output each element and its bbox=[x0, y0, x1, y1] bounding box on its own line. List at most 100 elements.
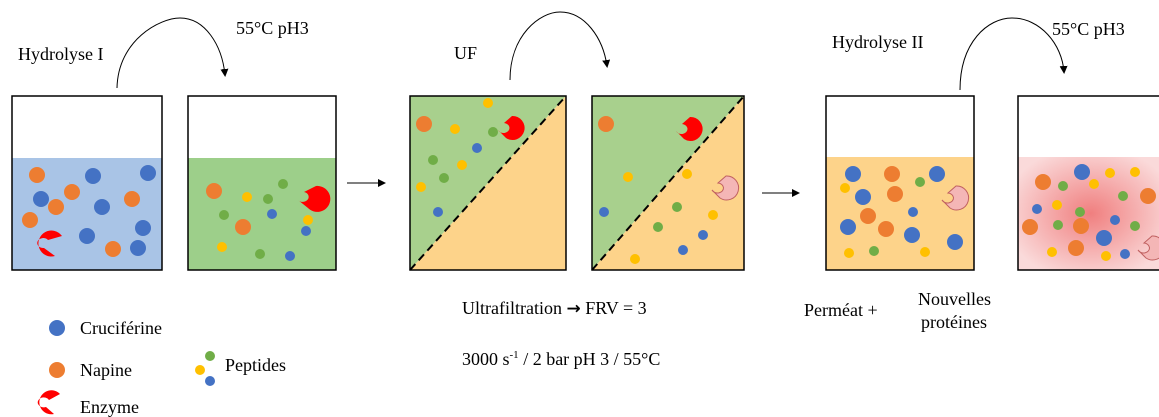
cruciferine-dot bbox=[140, 165, 156, 181]
legend-enzyme-shape bbox=[37, 390, 60, 415]
napine-dot bbox=[1035, 174, 1051, 190]
peptide-green-dot bbox=[1130, 221, 1140, 231]
cruciferine-dot bbox=[929, 166, 945, 182]
peptide-yellow-dot bbox=[1089, 179, 1099, 189]
peptide-yellow-dot bbox=[450, 124, 460, 134]
cruciferine-dot bbox=[135, 220, 151, 236]
peptide-green-dot bbox=[869, 246, 879, 256]
enzyme-shape bbox=[676, 116, 703, 141]
cruciferine-dot bbox=[85, 168, 101, 184]
cruciferine-dot bbox=[947, 234, 963, 250]
enzyme-shape bbox=[298, 185, 331, 212]
napine-dot bbox=[884, 166, 900, 182]
legend-napine-label: Napine bbox=[80, 360, 132, 380]
legend-cruciferine-label: Cruciférine bbox=[80, 318, 162, 338]
cruciferine-dot bbox=[1110, 215, 1120, 225]
beaker-3-uf bbox=[409, 95, 567, 271]
peptide-green-dot bbox=[278, 179, 288, 189]
cruciferine-dot bbox=[908, 207, 918, 217]
peptide-green-dot bbox=[1053, 220, 1063, 230]
peptide-yellow-dot bbox=[623, 172, 633, 182]
peptide-yellow-dot bbox=[844, 248, 854, 258]
cruciferine-dot bbox=[130, 240, 146, 256]
uf-info-rest: / 2 bar pH 3 / 55°C bbox=[518, 349, 661, 369]
napine-dot bbox=[124, 191, 140, 207]
peptide-yellow-dot bbox=[217, 242, 227, 252]
napine-dot bbox=[860, 208, 876, 224]
peptide-yellow-dot bbox=[630, 254, 640, 264]
hydrolyse2-label: Hydrolyse II bbox=[832, 32, 924, 52]
peptide-green-dot bbox=[255, 249, 265, 259]
legend-cruciferine-dot bbox=[49, 320, 65, 336]
beaker-5 bbox=[825, 95, 975, 271]
cruciferine-dot bbox=[840, 219, 856, 235]
peptide-yellow-dot bbox=[1130, 167, 1140, 177]
peptide-green-dot bbox=[1118, 191, 1128, 201]
cruciferine-dot bbox=[433, 207, 443, 217]
legend-enzyme-label: Enzyme bbox=[80, 397, 139, 417]
legend-peptide-blue-dot bbox=[205, 376, 215, 386]
enzyme-inactive-shape bbox=[1137, 235, 1159, 261]
peptide-yellow-dot bbox=[483, 98, 493, 108]
beaker-4 bbox=[591, 95, 745, 271]
peptide-yellow-dot bbox=[840, 183, 850, 193]
napine-dot bbox=[598, 116, 614, 132]
right-arrow-icon: → bbox=[566, 299, 581, 319]
cruciferine-dot bbox=[855, 189, 871, 205]
uf-info-rate-sup: -1 bbox=[509, 349, 519, 361]
cruciferine-dot bbox=[1074, 164, 1090, 180]
peptide-yellow-dot bbox=[920, 247, 930, 257]
cruciferine-dot bbox=[79, 228, 95, 244]
curved-arrow-hydrolyse1 bbox=[116, 17, 229, 89]
cruciferine-dot bbox=[599, 207, 609, 217]
beaker-2 bbox=[187, 95, 337, 271]
peptide-green-dot bbox=[672, 202, 682, 212]
uf-info-suffix: FRV = 3 bbox=[585, 298, 647, 318]
peptide-yellow-dot bbox=[1105, 168, 1115, 178]
napine-dot bbox=[64, 184, 80, 200]
cruciferine-dot bbox=[285, 251, 295, 261]
peptide-yellow-dot bbox=[682, 169, 692, 179]
peptide-green-dot bbox=[1075, 207, 1085, 217]
hydrolyse1-label: Hydrolyse I bbox=[18, 44, 104, 64]
legend-napine-dot bbox=[49, 362, 65, 378]
uf-label: UF bbox=[454, 43, 478, 63]
cruciferine-dot bbox=[267, 209, 277, 219]
uf-info-rate: 3000 s bbox=[462, 349, 510, 369]
peptide-green-dot bbox=[488, 127, 498, 137]
enzyme-shape bbox=[498, 115, 525, 140]
permeat-line1: Nouvelles bbox=[918, 289, 991, 309]
legend-peptides-label: Peptides bbox=[225, 355, 286, 375]
peptide-green-dot bbox=[428, 155, 438, 165]
cruciferine-dot bbox=[1096, 230, 1112, 246]
cruciferine-dot bbox=[698, 230, 708, 240]
napine-dot bbox=[1068, 240, 1084, 256]
permeat-line2: protéines bbox=[921, 312, 987, 332]
curved-arrow-uf bbox=[509, 11, 611, 81]
enzyme-inactive-shape bbox=[711, 175, 740, 201]
cruciferine-dot bbox=[678, 245, 688, 255]
napine-dot bbox=[878, 221, 894, 237]
napine-dot bbox=[1022, 219, 1038, 235]
peptide-green-dot bbox=[263, 194, 273, 204]
hydrolyse1-conditions: 55°C pH3 bbox=[236, 18, 309, 38]
napine-dot bbox=[887, 186, 903, 202]
napine-dot bbox=[416, 116, 432, 132]
napine-dot bbox=[22, 212, 38, 228]
napine-dot bbox=[235, 219, 251, 235]
peptide-green-dot bbox=[653, 222, 663, 232]
napine-dot bbox=[105, 241, 121, 257]
peptide-green-dot bbox=[439, 173, 449, 183]
legend-peptide-yellow-dot bbox=[195, 365, 205, 375]
peptide-green-dot bbox=[219, 210, 229, 220]
napine-dot bbox=[206, 183, 222, 199]
beaker-6 bbox=[1017, 95, 1159, 271]
peptide-yellow-dot bbox=[242, 192, 252, 202]
cruciferine-dot bbox=[845, 166, 861, 182]
peptide-yellow-dot bbox=[416, 182, 426, 192]
curved-arrow-hydrolyse2 bbox=[959, 17, 1068, 91]
legend-peptide-green-dot bbox=[205, 351, 215, 361]
enzyme-inactive-shape bbox=[941, 185, 970, 211]
peptide-yellow-dot bbox=[303, 215, 313, 225]
napine-dot bbox=[29, 167, 45, 183]
